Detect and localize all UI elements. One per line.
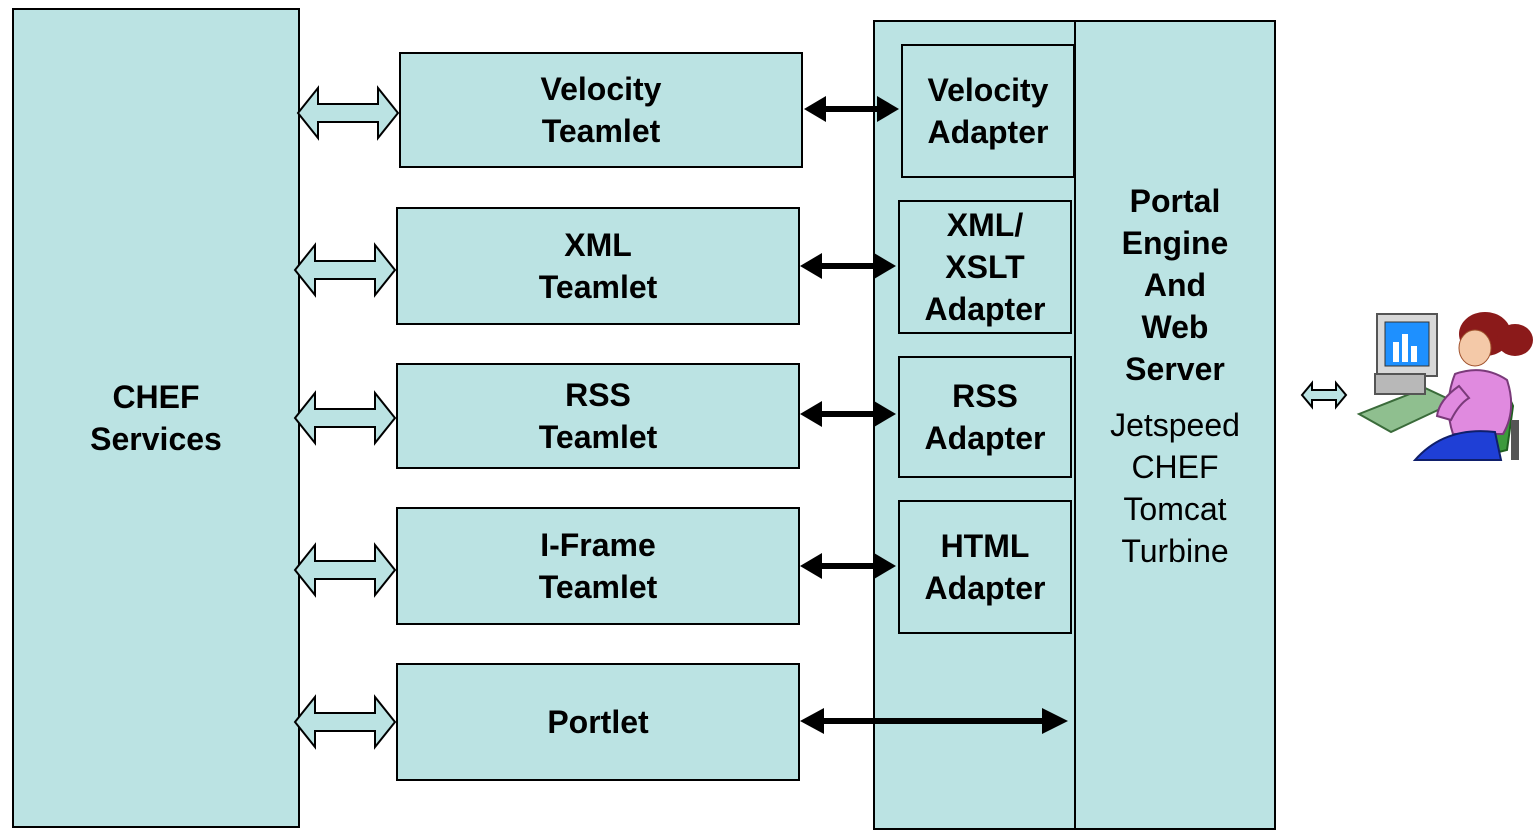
engine-components-list: Jetspeed CHEF Tomcat Turbine (1110, 404, 1240, 572)
iframe-teamlet-label-line-2: Teamlet (538, 569, 658, 605)
rss-teamlet-label-line-2: Teamlet (538, 419, 658, 455)
velocity-teamlet-label-line-2: Teamlet (541, 113, 661, 149)
engine-component-chef: CHEF (1131, 449, 1219, 485)
velocity-teamlet-box: Velocity Teamlet (399, 52, 803, 168)
html-adapter-label-line-2: Adapter (924, 570, 1046, 606)
chef-services-label-line-1: CHEF (112, 379, 200, 415)
hollow-double-arrow-icon (293, 542, 397, 598)
portal-engine-column: Portal Engine And Web Server Jetspeed CH… (1074, 20, 1276, 830)
velocity-adapter-label-line-1: Velocity (927, 72, 1049, 108)
rss-teamlet-label-line-1: RSS (565, 377, 631, 413)
iframe-teamlet-box: I-Frame Teamlet (396, 507, 800, 625)
engine-component-jetspeed: Jetspeed (1110, 407, 1240, 443)
xml-xslt-adapter-label-line-2: XSLT (945, 249, 1025, 285)
hollow-double-arrow-icon (293, 242, 397, 298)
xml-teamlet-box: XML Teamlet (396, 207, 800, 325)
engine-component-turbine: Turbine (1121, 533, 1229, 569)
html-adapter-box: HTML Adapter (898, 500, 1072, 634)
iframe-teamlet-label-line-1: I-Frame (540, 527, 656, 563)
rss-teamlet-box: RSS Teamlet (396, 363, 800, 469)
hollow-double-arrow-icon (1300, 380, 1348, 410)
xml-xslt-adapter-label-line-1: XML/ (946, 207, 1024, 243)
html-adapter-label-line-1: HTML (940, 528, 1030, 564)
engine-title-line-5: Server (1125, 351, 1225, 387)
portal-engine-title: Portal Engine And Web Server (1122, 180, 1229, 390)
xml-teamlet-label-line-2: Teamlet (538, 269, 658, 305)
engine-component-tomcat: Tomcat (1123, 491, 1227, 527)
portlet-label: Portlet (547, 704, 649, 740)
engine-title-line-4: Web (1141, 309, 1209, 345)
xml-xslt-adapter-label-line-3: Adapter (924, 291, 1046, 327)
rss-adapter-box: RSS Adapter (898, 356, 1072, 478)
hollow-double-arrow-icon (296, 85, 400, 141)
velocity-adapter-label-line-2: Adapter (927, 114, 1049, 150)
engine-title-line-3: And (1143, 267, 1207, 303)
portlet-box: Portlet (396, 663, 800, 781)
engine-title-line-2: Engine (1121, 225, 1229, 261)
rss-adapter-label-line-1: RSS (952, 378, 1018, 414)
person-at-computer-icon (1356, 312, 1533, 461)
xml-teamlet-label-line-1: XML (564, 227, 632, 263)
chef-services-box: CHEF Services (12, 8, 300, 828)
connector-arrows (293, 85, 1348, 750)
rss-adapter-label-line-2: Adapter (924, 420, 1046, 456)
engine-title-line-1: Portal (1129, 183, 1221, 219)
hollow-double-arrow-icon (293, 390, 397, 446)
hollow-double-arrow-icon (293, 694, 397, 750)
velocity-teamlet-label-line-1: Velocity (540, 71, 662, 107)
velocity-adapter-box: Velocity Adapter (901, 44, 1075, 178)
chef-services-label-line-2: Services (90, 421, 222, 457)
xml-xslt-adapter-box: XML/ XSLT Adapter (898, 200, 1072, 334)
